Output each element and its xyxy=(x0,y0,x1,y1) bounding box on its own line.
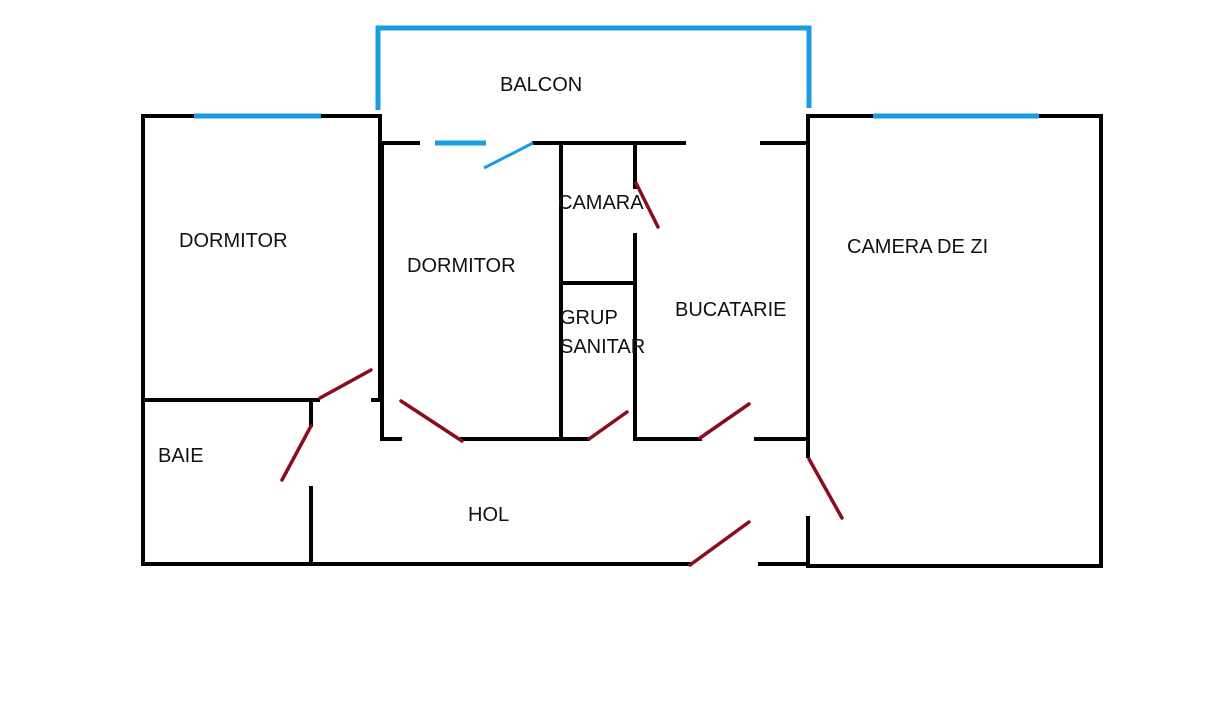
label-bucatarie: BUCATARIE xyxy=(675,299,787,321)
door-baie xyxy=(280,424,313,482)
label-grup-sanitar-line1: GRUP xyxy=(560,307,618,329)
balcony-outline xyxy=(375,25,812,110)
door-camara xyxy=(634,181,660,229)
balcony-door-swing xyxy=(483,141,534,170)
door-bucatarie xyxy=(698,402,751,440)
label-balcon: BALCON xyxy=(500,74,582,96)
windows xyxy=(194,25,1039,170)
door-camera-de-zi xyxy=(807,457,844,520)
label-dormitor-center: DORMITOR xyxy=(407,255,516,277)
walls xyxy=(141,114,1103,568)
label-dormitor-left: DORMITOR xyxy=(179,230,288,252)
door-center-bedroom xyxy=(399,399,464,443)
door-left-bedroom xyxy=(318,368,373,400)
label-baie: BAIE xyxy=(158,445,204,467)
door-grup-sanitar xyxy=(587,410,629,441)
door-entrance xyxy=(688,520,751,567)
doors xyxy=(280,181,844,567)
label-camera-de-zi: CAMERA DE ZI xyxy=(847,236,988,258)
label-grup-sanitar-line2: SANITAR xyxy=(560,336,645,358)
room-labels: BALCON DORMITOR DORMITOR CAMARA GRUP SAN… xyxy=(158,74,988,526)
label-camara: CAMARA xyxy=(558,192,644,214)
label-hol: HOL xyxy=(468,504,509,526)
